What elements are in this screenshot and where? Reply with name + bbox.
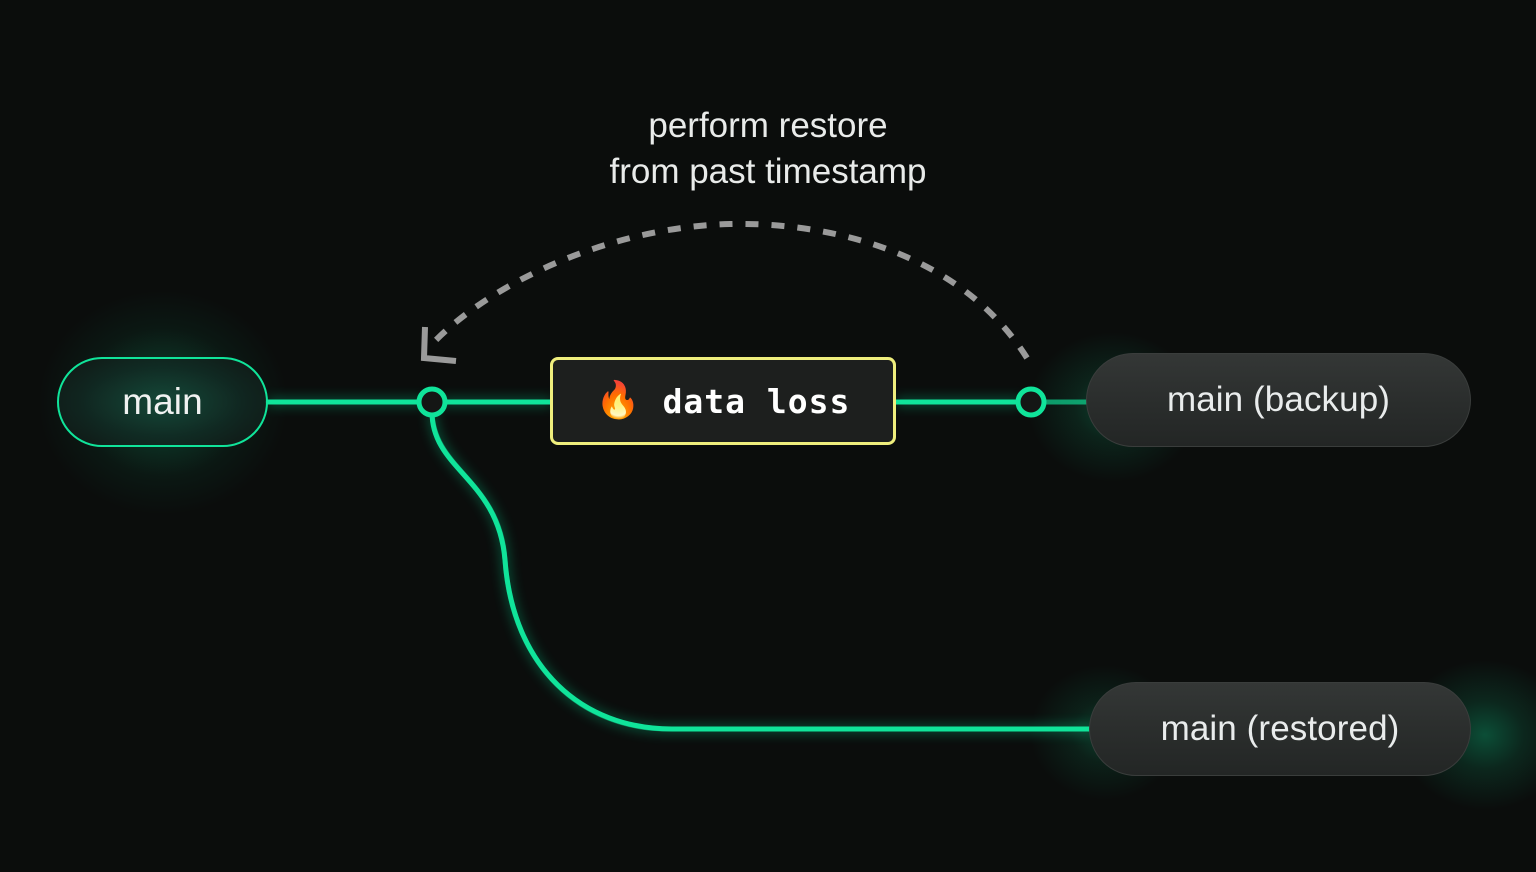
wire-glow-group (268, 399, 1092, 732)
node-main-label: main (122, 381, 203, 422)
fire-icon: 🔥 (595, 379, 641, 420)
backup-point-dot[interactable] (1015, 386, 1047, 418)
node-main[interactable]: main (57, 357, 268, 447)
node-data-loss-label: data loss (662, 381, 851, 421)
node-main-backup[interactable]: main (backup) (1086, 353, 1471, 447)
node-main-backup-label: main (backup) (1166, 380, 1391, 419)
node-main-restored-label: main (restored) (1160, 709, 1400, 748)
node-data-loss[interactable]: 🔥 data loss (550, 357, 896, 445)
restore-arc-dashed-path (431, 220, 1030, 360)
restore-arc-arrowhead-icon (420, 326, 457, 364)
node-main-restored[interactable]: main (restored) (1089, 682, 1471, 776)
branch-point-dot[interactable] (416, 386, 448, 418)
restore-caption: perform restore from past timestamp (609, 106, 927, 191)
wire-branchpoint-to-restored (429, 409, 1095, 732)
